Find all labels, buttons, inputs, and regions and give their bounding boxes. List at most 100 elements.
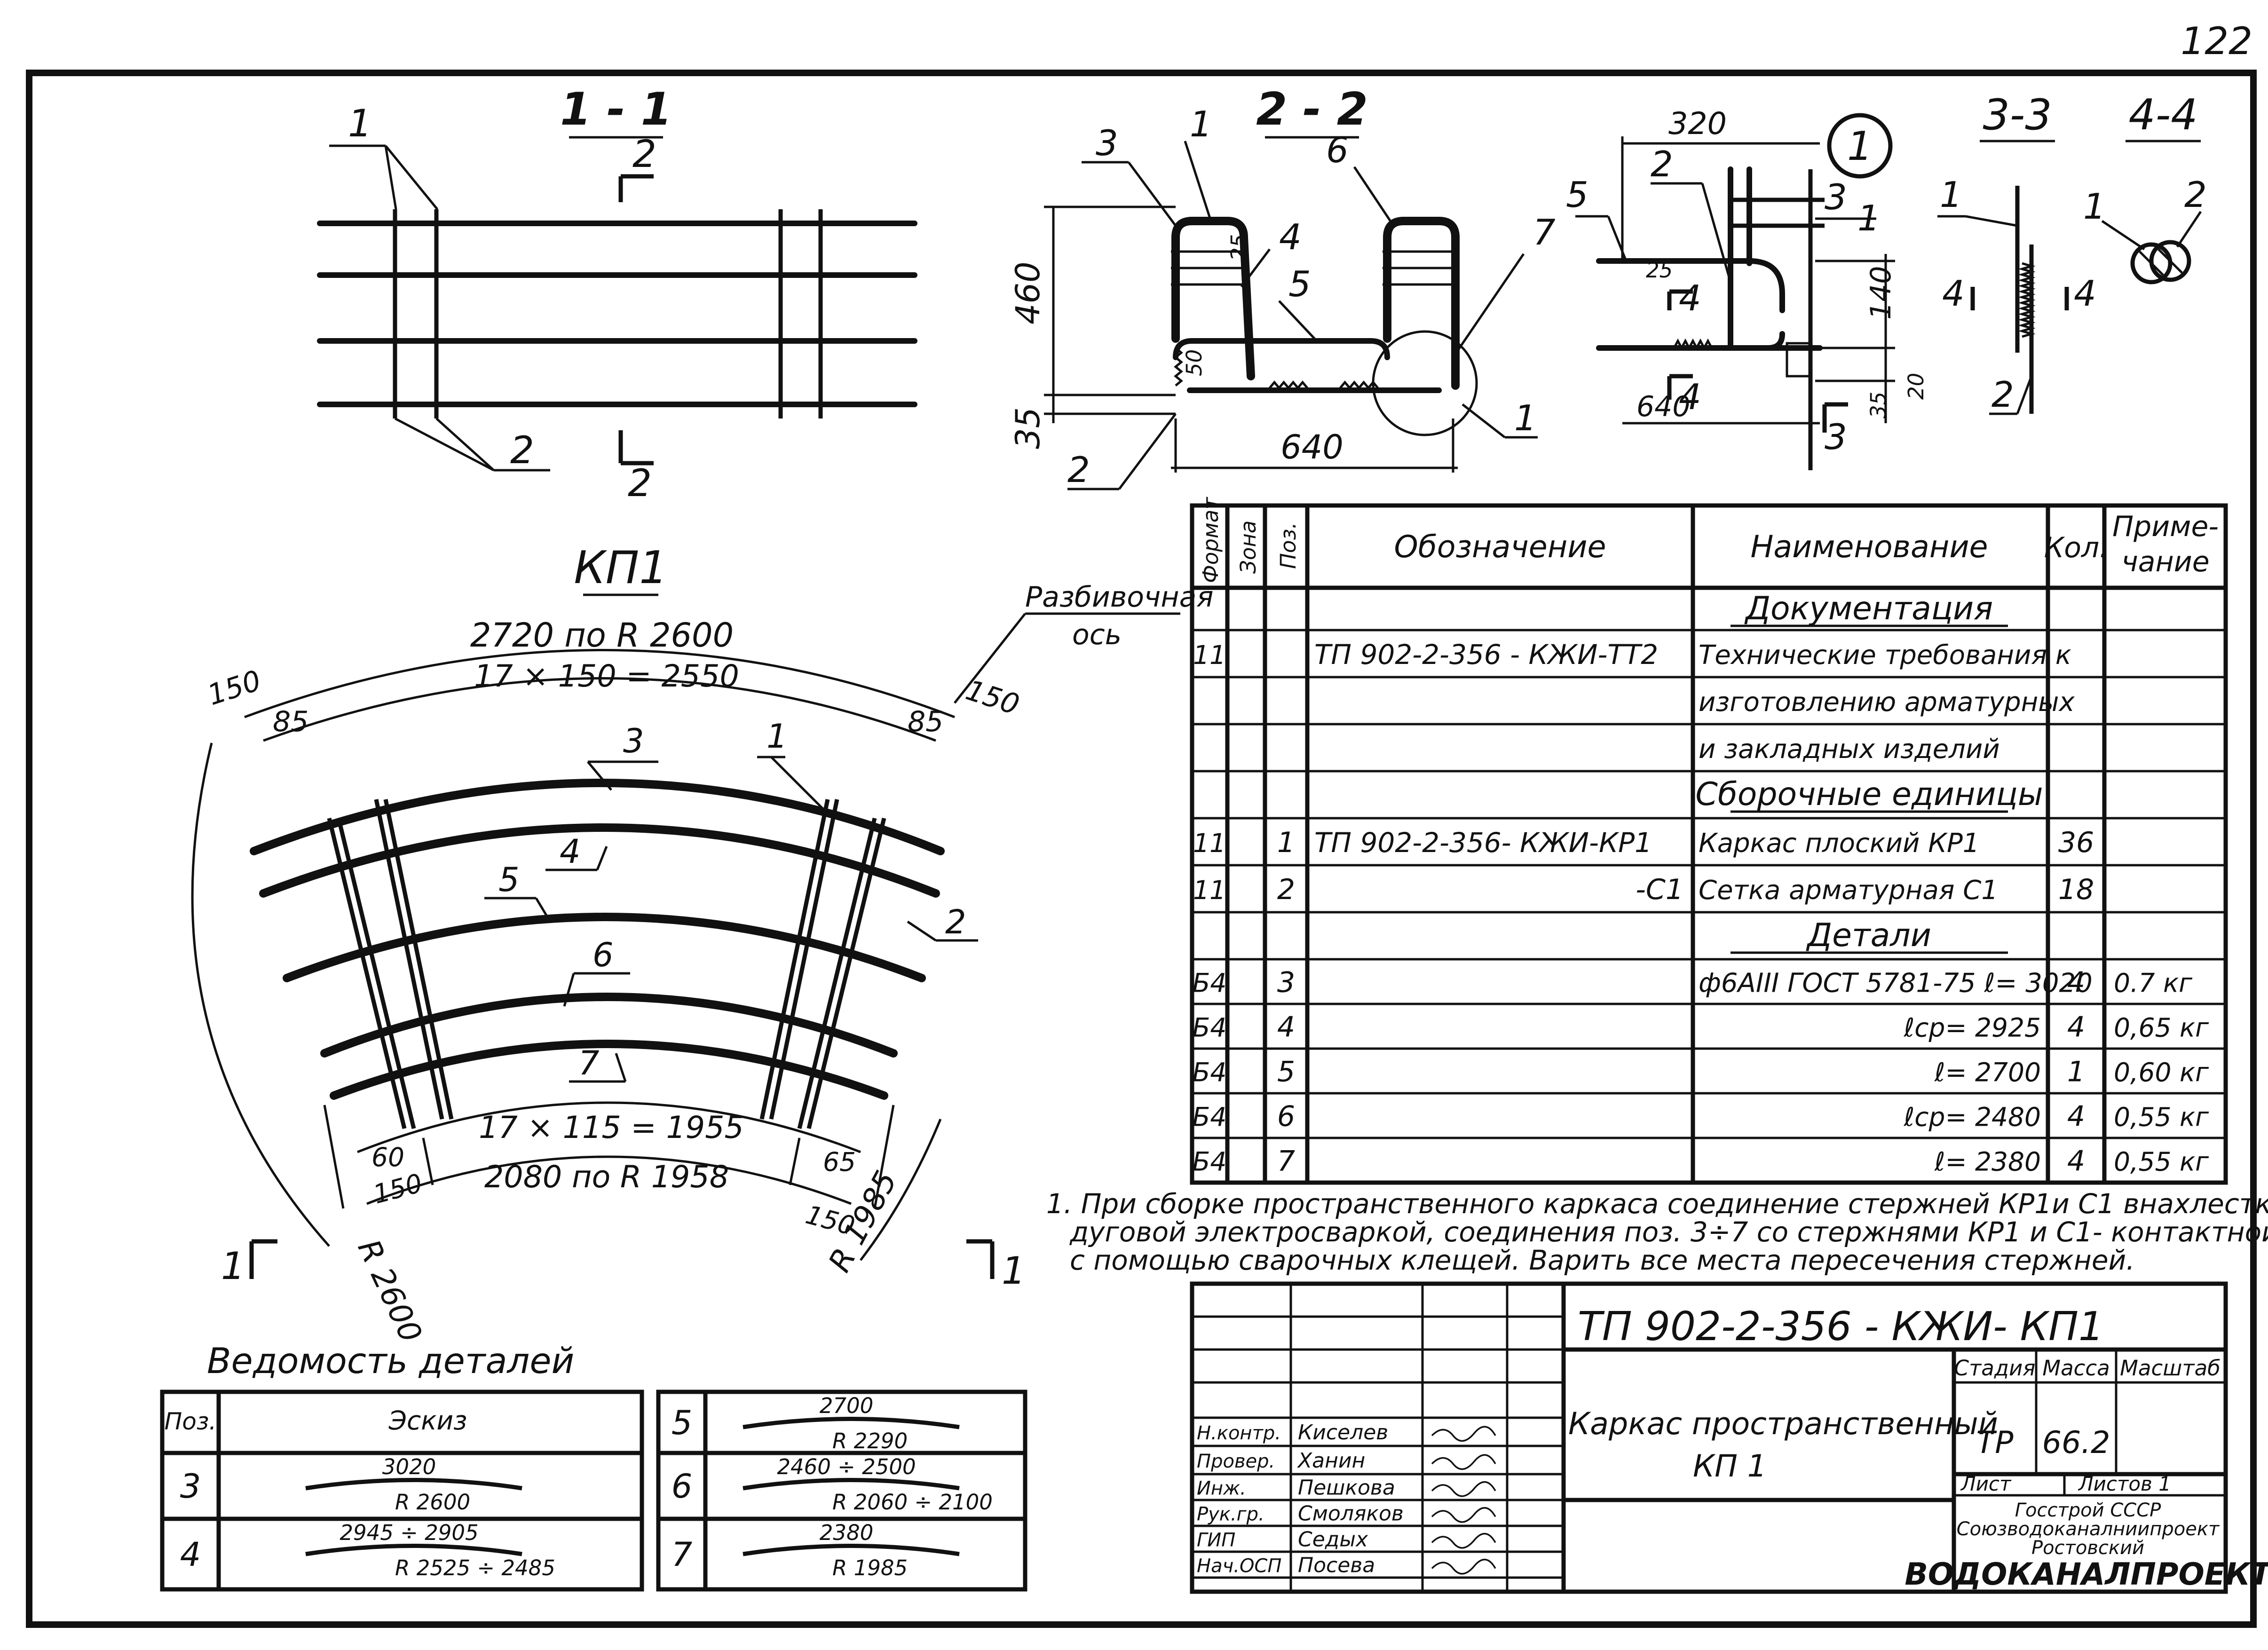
spec-cell-name: ℓср= 2480 [1904, 1102, 2041, 1132]
section-2-2-pos-7: 7 [1533, 212, 1556, 253]
sheets-header: Листов 1 [2078, 1472, 2171, 1495]
node-1-pos-2: 2 [1651, 143, 1673, 185]
handwritten-signature [1431, 1532, 1496, 1549]
title-block: ТП 902-2-356 - КЖИ- КП1 Каркас пространс… [1190, 1281, 2268, 1594]
spec-cell-name: ℓср= 2925 [1904, 1013, 2041, 1043]
drawing-name-1: Каркас пространственный [1568, 1406, 1998, 1442]
general-note: 1. При сборке пространственного каркаса … [1046, 1188, 2268, 1276]
section-2-2-pos-4: 4 [1279, 216, 1302, 258]
spec-cell-pos: 4 [1277, 1011, 1295, 1044]
sheet-header: Лист [1960, 1472, 2012, 1495]
spec-cell-qty: 36 [2058, 826, 2094, 859]
spec-cell-note: 0,60 кг [2114, 1058, 2209, 1088]
plan-pos-7: 7 [578, 1044, 600, 1082]
spec-cell-format: Б4 [1193, 1102, 1227, 1132]
plan-cut-right: 1 [1002, 1249, 1026, 1293]
spec-cell-pos: 5 [1277, 1056, 1295, 1089]
plan-pos-2: 2 [945, 903, 966, 941]
signature-name: Ханин [1297, 1449, 1365, 1473]
spec-cell-format: 11 [1193, 640, 1226, 670]
spec-cell-format: Б4 [1193, 1147, 1227, 1177]
signature-role: Н.контр. [1197, 1422, 1281, 1444]
spec-cell-note: 0.7 кг [2114, 968, 2193, 998]
section-4-4: 4-4 1 2 [2083, 90, 2207, 284]
plan-dim-150-br: 150 [803, 1200, 858, 1241]
node-1-dim-320: 320 [1668, 106, 1727, 142]
node-1-cut-4b: 4 [1679, 376, 1701, 418]
section-3-3: 3-3 1 2 4 4 [1937, 90, 2096, 415]
spec-header-pos: Поз. [1276, 522, 1301, 569]
node-1-pos-3: 3 [1825, 176, 1847, 218]
spec-header-qty: Кол. [2044, 531, 2109, 564]
section-3-3-cut-right: 4 [2074, 273, 2096, 314]
drawing-name-2: КП 1 [1693, 1449, 1767, 1484]
detail-length: 2945 ÷ 2905 [340, 1520, 478, 1545]
section-3-3-cut-left: 4 [1942, 273, 1965, 314]
signature-role: Рук.гр. [1197, 1504, 1264, 1525]
plan-arc-outer-div: 17 × 150 = 2550 [474, 659, 739, 694]
spec-header-zone: Зона [1236, 521, 1261, 574]
spec-cell-format: 11 [1193, 828, 1226, 858]
spec-cell-pos: 2 [1277, 873, 1295, 906]
section-1-1: 1 - 1 1 2 2 2 [317, 84, 917, 505]
signature-name: Смоляков [1298, 1502, 1404, 1526]
plan-cut-left: 1 [221, 1244, 245, 1288]
details-header-pos: Поз. [165, 1408, 217, 1435]
mass-header: Масса [2042, 1356, 2110, 1381]
section-3-3-title: 3-3 [1983, 90, 2052, 140]
plan-dim-85-r: 85 [908, 705, 943, 738]
kp1-title: КП1 [574, 542, 667, 594]
handwritten-signature [1431, 1507, 1496, 1523]
org-line-4: ВОДОКАНАЛПРОЕКТ [1904, 1557, 2268, 1592]
spec-cell-qty: 1 [2067, 1056, 2085, 1089]
section-4-4-title: 4-4 [2129, 90, 2198, 140]
section-1-1-cut-bottom: 2 [628, 461, 652, 505]
detail-length: 2380 [820, 1520, 874, 1545]
spec-cell-designation: ТП 902-2-356- КЖИ-КР1 [1314, 827, 1652, 859]
spec-cell-name: и закладных изделий [1699, 734, 2000, 765]
detail-pos: 7 [672, 1535, 693, 1574]
details-header-sketch: Эскиз [388, 1405, 467, 1436]
kp1-plan: КП1 2720 по R 2600 17 × 150 = 2550 R 260… [191, 542, 1213, 1348]
node-1-pos-5: 5 [1566, 174, 1588, 215]
section-2-2-dim-50: 50 [1182, 349, 1207, 376]
detail-sketch-bar [743, 1478, 960, 1491]
spec-cell-name: ф6АIII ГОСТ 5781-75 ℓ= 3020 [1699, 968, 2093, 999]
section-2-2-height-dim: 460 [1009, 261, 1047, 324]
signature-name: Пешкова [1298, 1476, 1395, 1500]
org-line-2: Союзводоканалниипроект [1957, 1518, 2220, 1540]
spec-cell-qty: 4 [2067, 966, 2085, 999]
spec-cell-name: Каркас плоский КР1 [1699, 828, 1979, 859]
node-1-number: 1 [1847, 123, 1873, 170]
spec-section-heading: Документация [1744, 590, 1993, 627]
detail-radius: R 1985 [832, 1555, 908, 1580]
plan-r2600: R 2600 [350, 1234, 428, 1348]
handwritten-signature [1431, 1481, 1496, 1497]
section-2-2-title: 2 - 2 [1256, 84, 1368, 135]
detail-radius: R 2525 ÷ 2485 [395, 1555, 555, 1580]
detail-sketch-bar [743, 1544, 960, 1556]
node-1-marker [1827, 113, 1893, 179]
handwritten-signature [1431, 1426, 1496, 1442]
stage-value: ТР [1976, 1425, 2014, 1461]
drawing-code: ТП 902-2-356 - КЖИ- КП1 [1578, 1303, 2104, 1350]
section-4-4-pos-1: 1 [2083, 186, 2106, 227]
spec-cell-note: 0,55 кг [2114, 1102, 2209, 1132]
node-1-dim-20: 20 [1904, 373, 1928, 400]
plan-dim-65: 65 [823, 1147, 856, 1177]
handwritten-signature [1431, 1454, 1496, 1470]
plan-arc-inner-div: 17 × 115 = 1955 [479, 1110, 744, 1145]
section-2-2-pos-1a: 1 [1190, 103, 1212, 145]
signature-role: Инж. [1197, 1478, 1246, 1500]
detail-length: 3020 [382, 1454, 436, 1479]
node-1-dim-25: 25 [1646, 258, 1673, 283]
note-line-3: с помощью сварочных клещей. Варить все м… [1070, 1244, 2135, 1276]
spec-cell-format: 11 [1193, 875, 1226, 905]
signature-name: Киселев [1298, 1421, 1388, 1445]
signature-name: Посева [1298, 1554, 1375, 1578]
section-1-1-pos-2: 2 [510, 428, 534, 472]
sheet-frame [26, 70, 2257, 1628]
